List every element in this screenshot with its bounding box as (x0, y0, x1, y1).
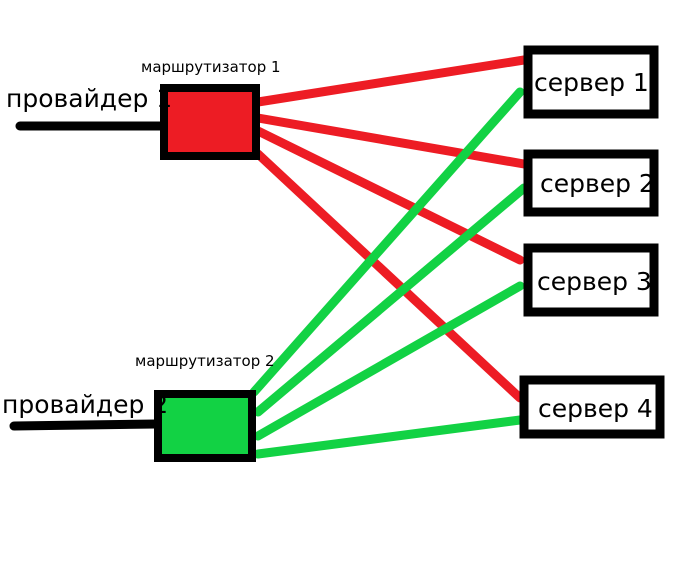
provider-1-label: провайдер 1 (6, 84, 172, 113)
link-r2-s2 (253, 183, 529, 417)
router-2-label: маршрутизатор 2 (135, 352, 275, 370)
link-r1-s2 (253, 113, 529, 169)
server-3-box (523, 243, 659, 317)
server-4-label: сервер 4 (538, 394, 653, 423)
server-1-label: сервер 1 (534, 68, 649, 97)
link-r1-s1 (253, 55, 529, 107)
server-1-box (523, 45, 659, 119)
link-r1-s4 (253, 149, 525, 403)
server-4-box (519, 375, 665, 439)
link-r1-s3 (253, 126, 525, 265)
router-1-label: маршрутизатор 1 (141, 58, 281, 76)
server-3-label: сервер 3 (537, 267, 652, 296)
link-r2-s3 (253, 281, 525, 441)
provider-2-wire (9, 419, 161, 431)
provider-2-label: провайдер 2 (2, 390, 168, 419)
router-2-links (249, 87, 529, 459)
router-1-box (160, 84, 260, 160)
server-2-box (523, 149, 659, 217)
link-r2-s1 (249, 87, 525, 397)
router-1-links (253, 55, 529, 403)
server-2-label: сервер 2 (540, 169, 655, 198)
link-r2-s4 (253, 415, 525, 459)
router-2-box (154, 390, 256, 462)
